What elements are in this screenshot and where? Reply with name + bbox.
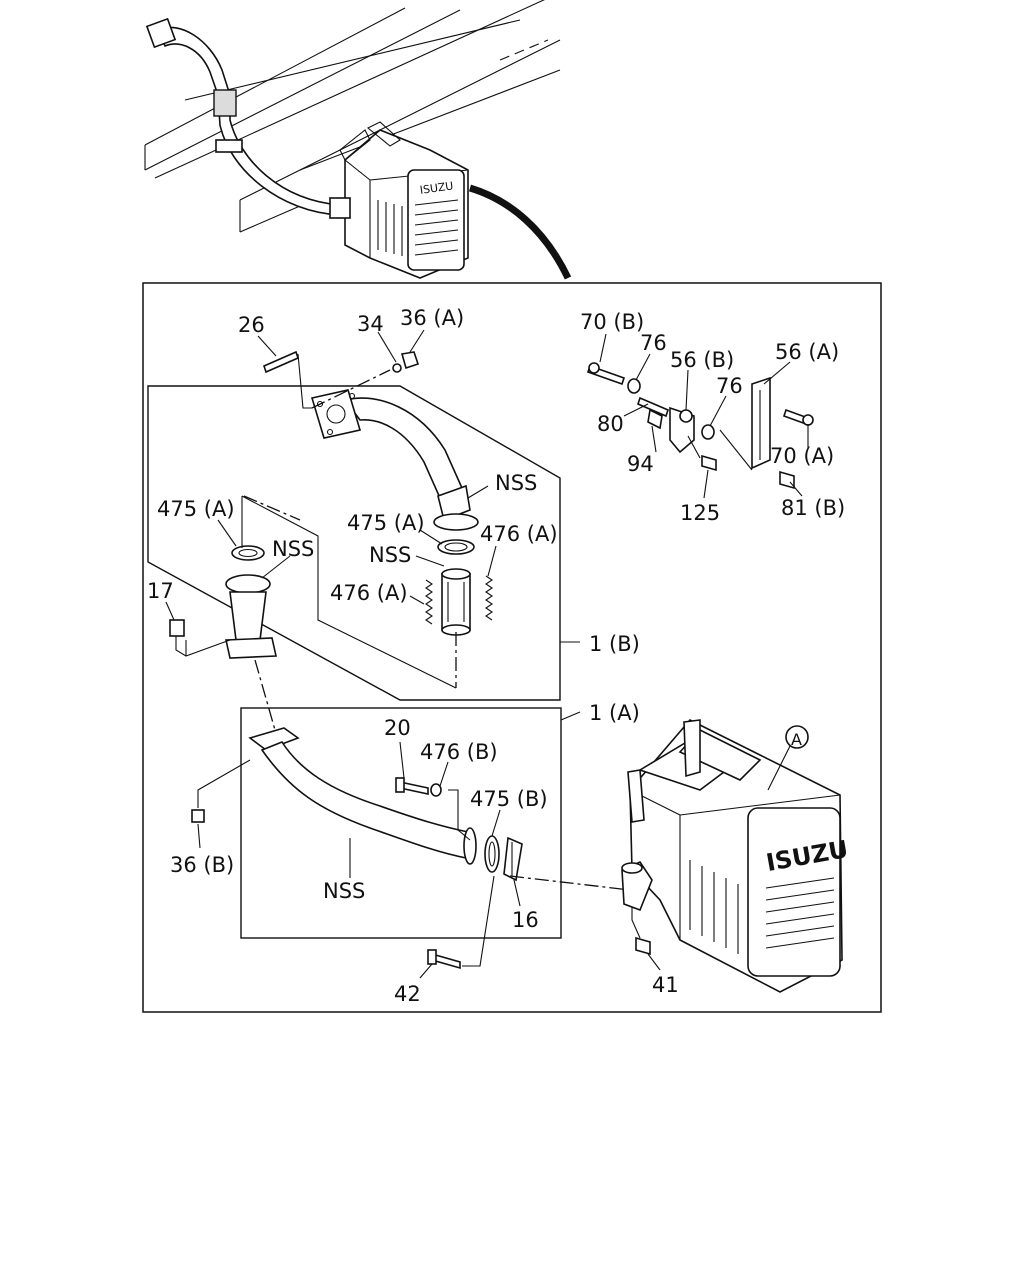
detail-leader-arc bbox=[468, 184, 572, 280]
subassembly-1a-outline bbox=[240, 707, 562, 939]
callout-17: 17 bbox=[147, 579, 174, 603]
callout-476a-right: 476 (A) bbox=[480, 522, 558, 546]
label-nss-mid: NSS bbox=[369, 543, 411, 567]
front-exhaust-pipe bbox=[248, 727, 523, 882]
callout-70b: 70 (B) bbox=[580, 310, 644, 334]
callout-20: 20 bbox=[384, 716, 411, 740]
callout-1a: 1 (A) bbox=[589, 701, 640, 725]
callout-36b: 36 (B) bbox=[170, 853, 234, 877]
callout-34: 34 bbox=[357, 312, 384, 336]
callout-labels: 26 34 36 (A) 70 (B) 76 56 (B) 56 (A) 76 … bbox=[147, 306, 845, 1006]
callout-475b: 475 (B) bbox=[470, 787, 548, 811]
callout-76-upper: 76 bbox=[640, 331, 667, 355]
callout-16: 16 bbox=[512, 908, 539, 932]
detail-frame bbox=[142, 282, 882, 1013]
callout-41: 41 bbox=[652, 973, 679, 997]
callout-70a: 70 (A) bbox=[770, 444, 834, 468]
reference-mark-a: A bbox=[791, 730, 802, 749]
subassembly-1b-outline bbox=[147, 385, 561, 701]
fasteners-1a bbox=[191, 759, 651, 970]
brand-label-overview: ISUZU bbox=[419, 179, 454, 197]
callout-80: 80 bbox=[597, 412, 624, 436]
callout-leaders bbox=[165, 329, 809, 979]
callout-76-lower: 76 bbox=[716, 374, 743, 398]
dashed-connectors bbox=[185, 495, 631, 891]
callout-125: 125 bbox=[680, 501, 720, 525]
callout-56b: 56 (B) bbox=[670, 348, 734, 372]
muffler-overview: ISUZU bbox=[329, 121, 469, 279]
callout-475a-left: 475 (A) bbox=[157, 497, 235, 521]
callout-56a: 56 (A) bbox=[775, 340, 839, 364]
callout-475a-mid: 475 (A) bbox=[347, 511, 425, 535]
muffler-main: ISUZU A bbox=[621, 719, 850, 993]
callout-42: 42 bbox=[394, 982, 421, 1006]
bracket-hardware bbox=[586, 362, 814, 490]
callout-1b: 1 (B) bbox=[589, 632, 640, 656]
label-nss-left: NSS bbox=[272, 537, 314, 561]
callout-36a-top: 36 (A) bbox=[400, 306, 464, 330]
vehicle-overview: ISUZU bbox=[144, 0, 572, 280]
callout-476a-left: 476 (A) bbox=[330, 581, 408, 605]
callout-94: 94 bbox=[627, 452, 654, 476]
upper-elbow-pipe bbox=[310, 389, 479, 531]
callout-476b: 476 (B) bbox=[420, 740, 498, 764]
label-nss-bottom: NSS bbox=[323, 879, 365, 903]
label-nss-top: NSS bbox=[495, 471, 537, 495]
callout-26: 26 bbox=[238, 313, 265, 337]
callout-81b: 81 (B) bbox=[781, 496, 845, 520]
flex-pipe-assembly bbox=[425, 539, 493, 688]
stud-and-nut-top bbox=[263, 350, 420, 409]
lower-left-elbow bbox=[169, 545, 277, 659]
